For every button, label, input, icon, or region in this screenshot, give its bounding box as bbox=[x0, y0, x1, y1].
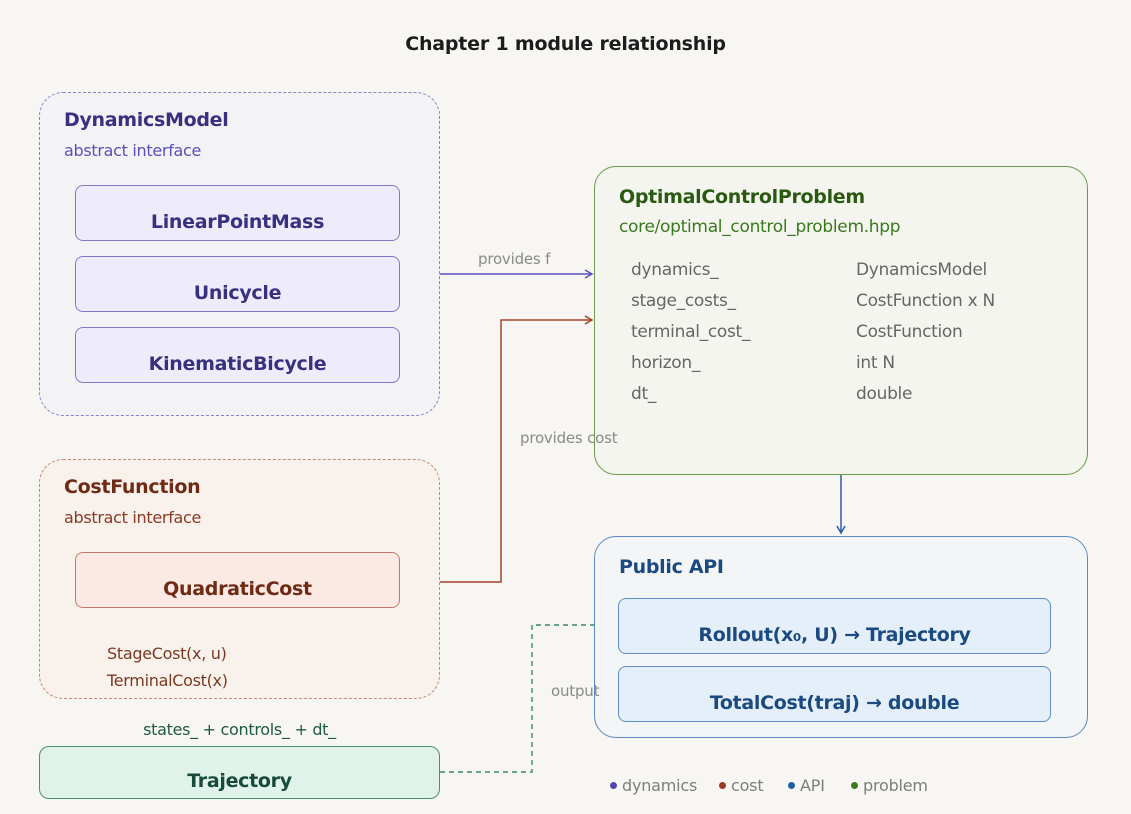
field-name: stage_costs_ bbox=[631, 291, 736, 311]
diagram-title: Chapter 1 module relationship bbox=[405, 33, 726, 55]
rollout-function-box[interactable]: Rollout(x₀, U) → Trajectory bbox=[618, 598, 1051, 654]
legend-dot-icon bbox=[851, 782, 858, 789]
kinematic-bicycle-box[interactable]: KinematicBicycle bbox=[75, 327, 400, 383]
field-type: CostFunction x N bbox=[856, 291, 995, 311]
legend-dot-icon bbox=[719, 782, 726, 789]
legend-label: API bbox=[800, 776, 825, 795]
cost-group-subtitle: abstract interface bbox=[64, 508, 202, 527]
field-type: DynamicsModel bbox=[856, 260, 987, 280]
legend-dot-icon bbox=[788, 782, 795, 789]
field-name: terminal_cost_ bbox=[631, 322, 751, 342]
linear-point-mass-box[interactable]: LinearPointMass bbox=[75, 185, 400, 241]
method-terminal-cost: TerminalCost(x) bbox=[107, 671, 228, 690]
api-group-title: Public API bbox=[619, 556, 724, 578]
edge-label-output: output bbox=[551, 682, 600, 700]
optimal-control-problem-group[interactable] bbox=[594, 166, 1088, 475]
legend-label: cost bbox=[731, 776, 764, 795]
field-name: dt_ bbox=[631, 384, 657, 404]
field-name: dynamics_ bbox=[631, 260, 719, 280]
legend-item-problem: problem bbox=[851, 776, 928, 795]
field-type: double bbox=[856, 384, 913, 404]
edge-cost-to-problem bbox=[440, 315, 594, 583]
dynamics-group-subtitle: abstract interface bbox=[64, 141, 202, 160]
field-name: horizon_ bbox=[631, 353, 701, 373]
trajectory-box[interactable]: Trajectory bbox=[39, 746, 440, 799]
legend-label: dynamics bbox=[622, 776, 698, 795]
legend-dot-icon bbox=[610, 782, 617, 789]
cost-group-title: CostFunction bbox=[64, 476, 201, 498]
trajectory-caption: states_ + controls_ + dt_ bbox=[143, 720, 336, 739]
field-type: int N bbox=[856, 353, 895, 373]
dynamics-group-title: DynamicsModel bbox=[64, 109, 229, 131]
problem-group-subtitle: core/optimal_control_problem.hpp bbox=[619, 217, 901, 237]
total-cost-function-box[interactable]: TotalCost(traj) → double bbox=[618, 666, 1051, 722]
edge-label-provides-cost: provides cost bbox=[520, 429, 618, 447]
unicycle-box[interactable]: Unicycle bbox=[75, 256, 400, 312]
method-stage-cost: StageCost(x, u) bbox=[107, 644, 227, 663]
edge-label-provides-f: provides f bbox=[478, 250, 551, 268]
field-type: CostFunction bbox=[856, 322, 963, 342]
legend-label: problem bbox=[863, 776, 928, 795]
legend-item-cost: cost bbox=[719, 776, 764, 795]
problem-group-title: OptimalControlProblem bbox=[619, 186, 865, 208]
legend-item-dynamics: dynamics bbox=[610, 776, 697, 795]
legend-item-api: API bbox=[788, 776, 825, 795]
quadratic-cost-box[interactable]: QuadraticCost bbox=[75, 552, 400, 608]
